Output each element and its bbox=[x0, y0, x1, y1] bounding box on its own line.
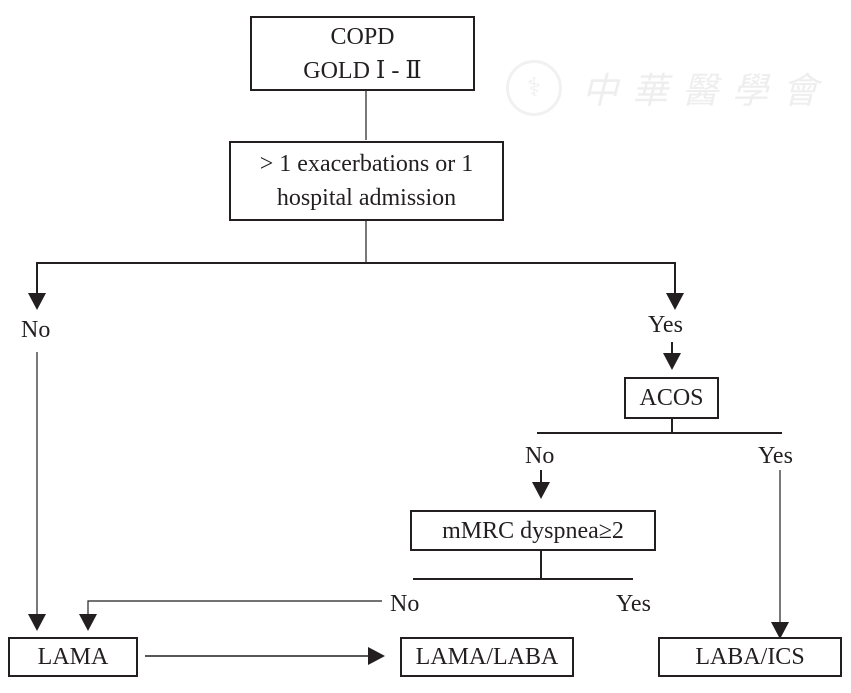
node-acos-label: ACOS bbox=[639, 385, 704, 411]
label-exacerbations-no: No bbox=[21, 317, 51, 343]
arrowhead-to-acos bbox=[663, 353, 681, 370]
node-lama: LAMA bbox=[8, 637, 138, 677]
arrowhead-to-laba-ics bbox=[771, 622, 789, 639]
label-acos-no: No bbox=[525, 443, 555, 469]
label-mmrc-yes: Yes bbox=[616, 591, 651, 617]
node-exacerbations-line1: > 1 exacerbations or 1 bbox=[259, 151, 474, 177]
node-lama-label: LAMA bbox=[37, 644, 109, 670]
arrowhead-mmrc-no-to-lama bbox=[79, 614, 97, 631]
arrowhead-no-to-lama bbox=[28, 614, 46, 631]
node-lama-laba: LAMA/LABA bbox=[400, 637, 574, 677]
watermark-text: 中華醫學會 bbox=[582, 71, 833, 112]
watermark: ⚕ 中華醫學會 bbox=[506, 60, 832, 116]
arrowhead-no-branch bbox=[28, 293, 46, 310]
node-copd-line1: COPD bbox=[330, 23, 395, 50]
node-exacerbations-line2: hospital admission bbox=[276, 185, 457, 211]
node-lama-laba-label: LAMA/LABA bbox=[415, 644, 559, 670]
arrowhead-yes-branch bbox=[666, 293, 684, 310]
node-laba-ics: LABA/ICS bbox=[658, 637, 842, 677]
edge-mmrc-no-to-lama bbox=[87, 600, 382, 616]
node-copd-gold: COPD GOLD Ⅰ - Ⅱ bbox=[250, 16, 475, 91]
node-mmrc-label: mMRC dyspnea≥2 bbox=[442, 517, 624, 544]
label-exacerbations-yes: Yes bbox=[648, 312, 683, 338]
arrowhead-to-mmrc bbox=[532, 482, 550, 499]
society-seal-icon: ⚕ bbox=[506, 60, 562, 116]
arrowhead-to-lama-laba bbox=[368, 647, 385, 665]
node-laba-ics-label: LABA/ICS bbox=[695, 644, 805, 670]
node-mmrc-dyspnea: mMRC dyspnea≥2 bbox=[410, 510, 656, 551]
node-copd-line2: GOLD Ⅰ - Ⅱ bbox=[303, 57, 422, 84]
label-mmrc-no: No bbox=[390, 591, 420, 617]
node-exacerbations: > 1 exacerbations or 1 hospital admissio… bbox=[229, 141, 504, 221]
node-acos: ACOS bbox=[624, 377, 719, 419]
label-acos-yes: Yes bbox=[758, 443, 793, 469]
